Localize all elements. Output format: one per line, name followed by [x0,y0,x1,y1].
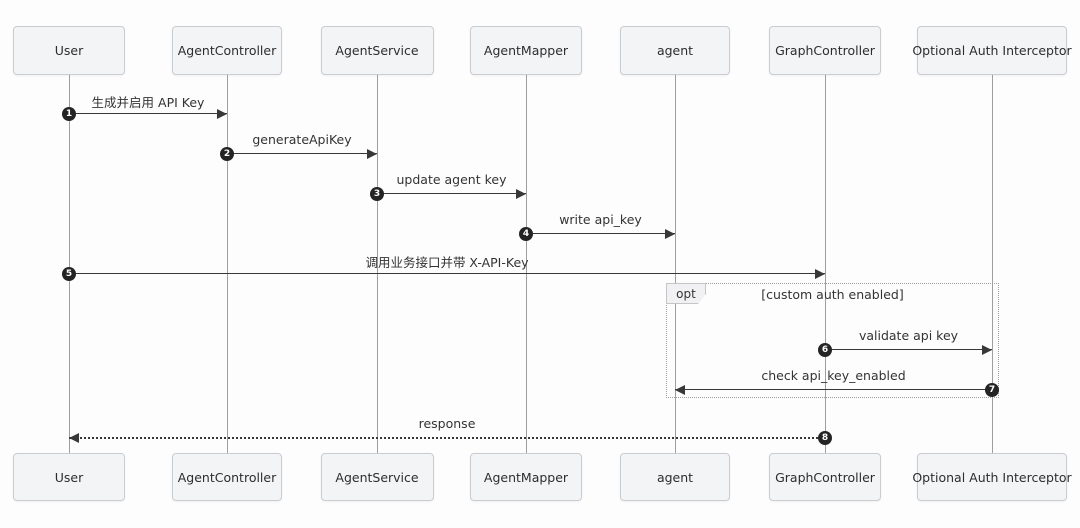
fragment-opt [666,283,999,398]
actor-bottom-agentservice: AgentService [320,453,434,501]
actor-top-agent: agent [620,26,730,75]
message-4-arrowhead [665,228,675,239]
message-3-label: update agent key [396,172,507,187]
message-4-badge: 4 [519,227,533,241]
lifeline-agentmapper [525,75,527,453]
actor-bottom-graphcontroller: GraphController [769,453,881,501]
message-8-label: response [418,416,476,431]
fragment-opt-tab: opt [666,283,706,304]
message-5-arrowhead [815,268,825,279]
lifeline-agentcontroller [226,75,228,453]
message-8-arrowhead [69,432,79,443]
actor-top-agentmapper: AgentMapper [470,26,582,75]
lifeline-user [68,75,70,453]
lifeline-graphcontroller [824,75,826,453]
message-1-label: 生成并启用 API Key [91,95,205,110]
message-3-badge: 3 [370,187,384,201]
message-2-badge: 2 [220,147,234,161]
message-3-arrowhead [516,188,526,199]
actor-bottom-optional-auth-interceptor: Optional Auth Interceptor [912,453,1072,501]
fragment-opt-condition: [custom auth enabled] [761,287,904,302]
message-8-line [69,437,825,439]
message-4-label: write api_key [559,212,642,227]
message-1-arrowhead [217,108,227,119]
message-6-badge: 6 [818,343,832,357]
actor-bottom-agent: agent [620,453,730,501]
message-1-badge: 1 [62,107,76,121]
message-3-line [377,193,526,194]
lifeline-agent [674,75,676,453]
message-5-line [69,273,825,274]
message-2-arrowhead [367,148,377,159]
actor-top-optional-auth-interceptor: Optional Auth Interceptor [912,26,1072,75]
message-1-line [69,113,227,114]
message-6-arrowhead [982,344,992,355]
actor-bottom-agentcontroller: AgentController [172,453,282,501]
actor-top-user: User [13,26,125,75]
actor-top-graphcontroller: GraphController [769,26,881,75]
message-2-label: generateApiKey [252,132,352,147]
actor-top-agentcontroller: AgentController [172,26,282,75]
actor-top-agentservice: AgentService [320,26,434,75]
lifeline-agentservice [376,75,378,453]
actor-bottom-agentmapper: AgentMapper [470,453,582,501]
message-7-arrowhead [675,384,685,395]
message-7-label: check api_key_enabled [761,368,906,383]
message-8-badge: 8 [818,431,832,445]
lifeline-optional-auth-interceptor [991,75,993,453]
message-7-line [675,389,992,390]
message-5-label: 调用业务接口并带 X-API-Key [365,255,529,270]
message-2-line [227,153,377,154]
message-4-line [526,233,675,234]
message-6-line [825,349,992,350]
actor-bottom-user: User [13,453,125,501]
message-6-label: validate api key [858,328,959,343]
message-5-badge: 5 [62,267,76,281]
message-7-badge: 7 [985,383,999,397]
